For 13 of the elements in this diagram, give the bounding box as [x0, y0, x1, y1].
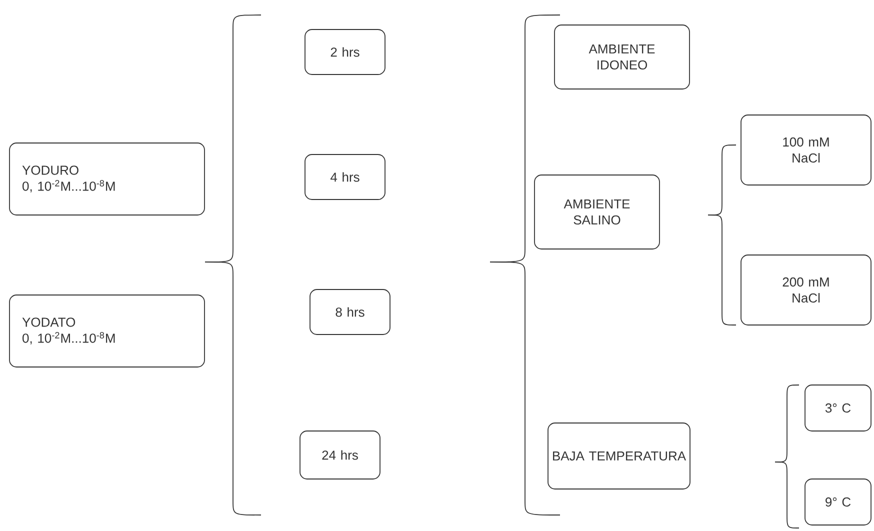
rounded-box: AMBIENTE IDONEO	[554, 24, 690, 90]
rounded-box: YODURO 0, 10$^{-2}$M...10$^{-8}$M	[9, 142, 205, 216]
rounded-box: 200 mM NaCl	[740, 254, 872, 326]
rounded-box: 24 hrs	[300, 430, 380, 480]
rounded-box: AMBIENTE SALINO	[534, 174, 660, 250]
rounded-box: YODATO 0, 10$^{-2}$M...10$^{-8}$M	[9, 294, 205, 368]
rounded-box: 3° C	[804, 384, 872, 432]
rounded-box: 4 hrs	[304, 154, 386, 200]
rounded-box: 9° C	[804, 478, 872, 526]
rounded-box: 100 mM NaCl	[740, 114, 872, 186]
rounded-box: 8 hrs	[310, 289, 390, 335]
rounded-box: BAJA TEMPERATURA	[548, 422, 690, 490]
rounded-box: 2 hrs	[304, 29, 386, 75]
